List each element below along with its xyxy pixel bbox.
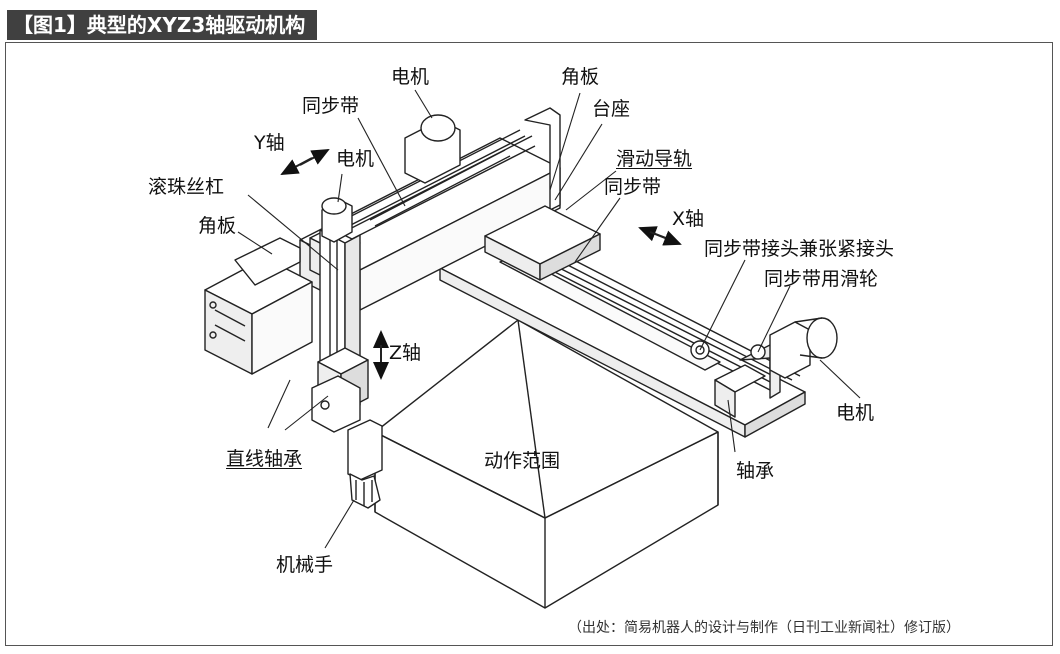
label-belt-pulley: 同步带用滑轮 — [764, 268, 879, 290]
x-motor — [769, 317, 838, 379]
z-axis-column — [309, 197, 369, 433]
label-belt-right: 同步带 — [604, 176, 662, 198]
figure-frame — [5, 42, 1053, 646]
label-bracket-right: 角板 — [561, 66, 600, 88]
label-motor-top: 电机 — [391, 66, 430, 88]
label-slide-rail: 滑动导轨 — [616, 148, 693, 170]
y-top-motor — [404, 114, 461, 184]
x-slider-table — [484, 205, 601, 281]
label-belt-top: 同步带 — [302, 95, 360, 117]
label-gripper: 机械手 — [276, 554, 334, 576]
label-base: 台座 — [592, 98, 631, 120]
label-x-axis: X轴 — [672, 208, 705, 230]
gripper — [347, 419, 383, 509]
figure-title: 【图1】典型的XYZ3轴驱动机构 — [7, 10, 318, 40]
label-bearing: 轴承 — [736, 460, 775, 482]
label-motor-x: 电机 — [836, 402, 875, 424]
label-y-axis: Y轴 — [254, 132, 285, 154]
label-bracket-left: 角板 — [198, 215, 237, 237]
label-z-axis: Z轴 — [389, 342, 422, 364]
label-linear-bearing: 直线轴承 — [226, 448, 303, 470]
x-axis-base — [439, 233, 806, 438]
label-belt-joint: 同步带接头兼张紧接头 — [704, 238, 895, 260]
label-ball-screw: 滚珠丝杠 — [148, 176, 225, 198]
left-support-block — [204, 237, 313, 375]
label-motor-y: 电机 — [336, 148, 375, 170]
source-citation: （出处：简易机器人的设计与制作（日刊工业新闻社）修订版） — [568, 620, 960, 636]
leader-lines — [237, 89, 861, 549]
label-work-range: 动作范围 — [484, 450, 561, 472]
axis-arrows — [280, 149, 682, 380]
